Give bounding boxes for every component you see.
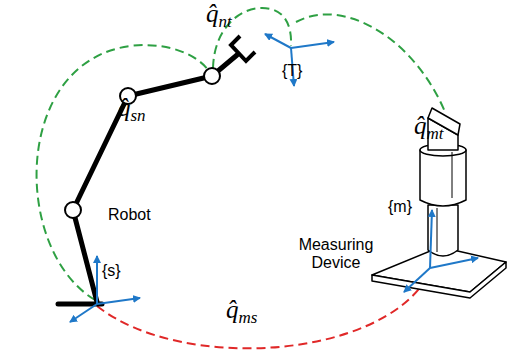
transform-label: q̂ms [226, 296, 257, 328]
subscript: sn [131, 106, 146, 125]
transform-label: q̂sn [118, 94, 146, 126]
frame-label: {T} [282, 62, 302, 80]
measuring-device [372, 108, 506, 298]
part-label: Robot [108, 206, 151, 224]
part-label: Measuring Device [296, 236, 376, 271]
frame-label: {m} [388, 198, 412, 216]
transform-label: q̂nt [206, 0, 232, 32]
robot-joints [65, 68, 220, 218]
frame-axes [70, 34, 478, 322]
subscript: nt [219, 12, 232, 31]
base-transform-curve [97, 276, 428, 348]
transform-label: q̂mt [414, 112, 444, 144]
subscript: ms [239, 308, 258, 327]
subscript: mt [427, 124, 444, 143]
robot-arm [58, 36, 255, 304]
frame-label: {s} [102, 262, 121, 280]
